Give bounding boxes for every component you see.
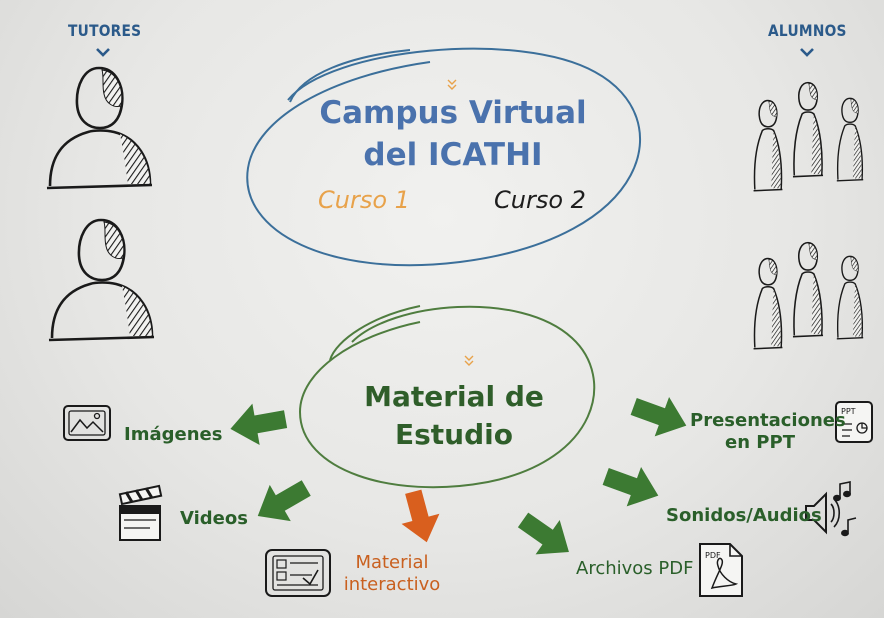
audio-label: Sonidos/Audios [666,505,822,526]
material-ring [298,305,596,489]
video-clapperboard-icon [118,484,163,541]
students-chevron-icon [800,48,814,57]
campus-ring [246,47,641,267]
interactive-label-line2: interactivo [343,574,441,595]
material-title-line2: Estudio [395,418,513,451]
students-label: ALUMNOS [768,21,847,40]
tutors-chevron-icon [96,48,110,57]
campus-title-line1: Campus Virtual [319,95,587,131]
pdf-tag: PDF [705,551,721,560]
tutor-figure-icon [45,66,154,190]
image-icon [63,405,111,441]
material-title-line1: Material de [364,380,544,413]
videos-label: Videos [180,508,248,529]
students-group-icon [752,241,865,350]
interactive-label: Material interactivo [340,552,444,596]
pdf-label: Archivos PDF [576,558,694,579]
arrow-to-interactive-icon [394,486,446,548]
course-1-label: Curso 1 [318,186,410,214]
speaker-music-icon [805,481,857,537]
campus-title: Campus Virtual del ICATHI [300,92,606,176]
arrow-to-ppt-icon [626,386,694,446]
material-title: Material de Estudio [336,378,572,454]
ppt-label: Presentaciones en PPT [690,410,846,454]
interactive-tablet-icon [265,549,331,597]
ppt-label-line2: en PPT [725,432,795,453]
interactive-label-line1: Material [355,552,429,573]
images-label: Imágenes [124,424,223,445]
arrow-to-images-icon [226,398,290,450]
material-ring-chevron-icon [464,355,474,366]
campus-ring-chevron-icon [447,79,457,90]
students-group-icon [752,81,865,192]
ppt-label-line1: Presentaciones [690,410,846,431]
tutor-figure-icon [47,218,156,342]
course-2-label: Curso 2 [494,186,586,214]
tutors-label: TUTORES [68,21,142,40]
arrow-to-videos-icon [247,469,317,535]
ppt-tag: PPT [841,407,856,416]
ppt-file-icon [835,401,873,443]
arrow-to-pdf-icon [511,502,581,570]
pdf-file-icon [699,543,743,597]
arrow-to-audio-icon [598,456,666,516]
campus-title-line2: del ICATHI [363,137,543,173]
